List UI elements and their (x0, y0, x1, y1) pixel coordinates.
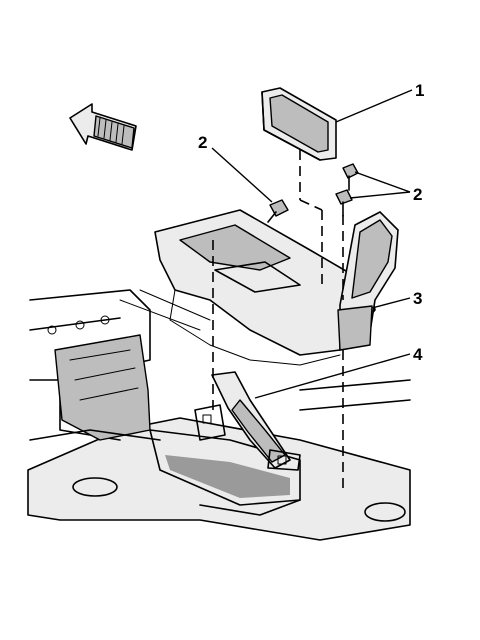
floor-console-part-3 (154, 209, 399, 366)
callout-1: 1 (415, 81, 424, 100)
callout-3: 3 (413, 289, 422, 308)
leader-line-2-lower (349, 191, 411, 199)
leader-line-2-upper (354, 171, 411, 193)
bolt-part-2-upper (342, 163, 359, 191)
alignment-line (299, 199, 323, 211)
leader-line-2-left (211, 147, 273, 203)
callout-2-right: 2 (413, 185, 422, 204)
callout-2-left: 2 (198, 133, 207, 152)
bolt-part-2-left (267, 199, 289, 223)
console-bracket-part-4 (194, 371, 301, 471)
callout-4: 4 (413, 345, 423, 364)
leader-line-4 (254, 353, 411, 399)
storage-tray-part-1 (261, 87, 337, 161)
bolt-part-2-lower (335, 189, 353, 217)
leader-line-3 (371, 297, 411, 309)
direction-arrow-icon (69, 103, 137, 151)
leader-line-1 (335, 89, 413, 123)
vehicle-floor-pan (27, 289, 411, 541)
